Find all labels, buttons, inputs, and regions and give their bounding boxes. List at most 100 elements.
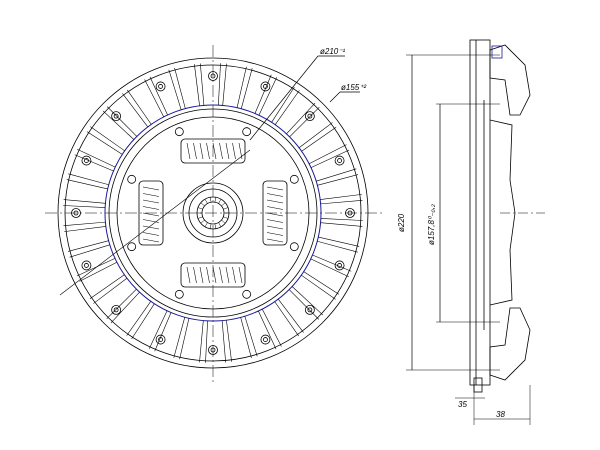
groove-line [254,74,272,114]
groove-line [274,90,300,125]
spring-coil [238,266,243,284]
groove-line [69,244,110,258]
groove-line [317,174,359,186]
groove-line [66,179,108,190]
groove-line [274,301,299,337]
rivet [337,158,342,163]
groove-line [244,316,258,357]
rivet [263,337,268,342]
groove-line [127,89,152,125]
spline-tooth [197,207,203,210]
groove-line [64,226,106,232]
groove-line [63,199,106,204]
spline-tooth [221,219,226,224]
groove-line [93,277,128,304]
groove-line [110,291,140,324]
groove-line [312,254,352,272]
rivet-hole [304,304,315,315]
dim-hub-offset: 35 [458,400,467,409]
groove-line [89,274,125,299]
spring-coil [266,225,284,230]
spring-coil [206,266,210,284]
rivet [158,84,163,89]
groove-line [258,310,277,350]
groove-line [320,194,362,200]
rivet [113,307,119,313]
groove-line [205,320,208,363]
groove-line [173,317,186,358]
spring-coil [266,193,284,197]
spring-coil [266,212,284,217]
spring-coil [266,238,284,243]
spring-coil [142,186,160,191]
groove-line [148,310,168,349]
rivet [158,337,163,342]
rivet-hole [260,334,271,345]
rivet-section [491,45,503,59]
rivet [84,158,89,163]
spring-coil [142,219,160,223]
spline-tooth [214,197,217,203]
groove-line [102,110,135,140]
rivet-hole [304,111,315,122]
spring-coil [212,266,217,284]
groove-line [240,68,253,109]
spline-tooth [200,202,205,207]
rivet [307,113,313,119]
rivet-hole [334,260,345,271]
lining-section-bottom [489,307,531,381]
spring-coil [142,199,160,204]
dim-outer-lining: ø210⁻¹ [320,47,345,56]
spline-tooth [197,216,203,219]
groove-line [320,222,363,227]
rivet [84,263,89,268]
side-view [406,39,545,425]
spring-coil [219,142,223,160]
rivet-hole [155,81,166,92]
groove-line [67,240,109,252]
groove-line [310,149,350,168]
groove-line [291,286,324,316]
spline-tooth [221,202,226,207]
spring-coil [266,199,284,204]
spring-coil [186,266,191,284]
groove-line [174,67,186,109]
dim-inner-lining: ø155⁺² [341,83,366,92]
lining-section-top [489,44,531,116]
groove-line [310,258,349,278]
spline-tooth [200,219,205,224]
groove-line [303,271,340,295]
dim-outer-diameter: ø220 [397,213,406,232]
groove-line [286,102,316,135]
stop-pin [127,174,137,184]
groove-line [240,317,252,359]
groove-line [277,298,304,333]
spring-coil [225,142,230,160]
spring-coil [142,225,160,230]
groove-line [317,240,358,253]
leader-line-inner [329,91,341,103]
rivet-hole [260,81,271,92]
spring-coil [142,212,160,217]
groove-line [126,301,152,336]
rivet-hole [81,260,92,271]
spring-coil [232,266,236,284]
spline-tooth [218,199,222,204]
groove-line [90,126,125,152]
groove-line [221,320,226,363]
disc-plate [469,39,491,386]
groove-line [226,320,232,362]
stop-pin [289,242,299,252]
spring-coil [212,142,217,160]
dim-spline-diameter: ø157,8⁰₋₀,₂ [427,204,436,245]
groove-line [63,205,106,208]
front-view [45,45,385,385]
spring-coil [142,232,160,236]
groove-line [320,200,363,205]
hub-profile [489,119,516,306]
rivet [307,307,313,313]
spring-coil [193,266,197,284]
spring-coil [225,266,230,284]
leader-line-outer [249,55,319,141]
